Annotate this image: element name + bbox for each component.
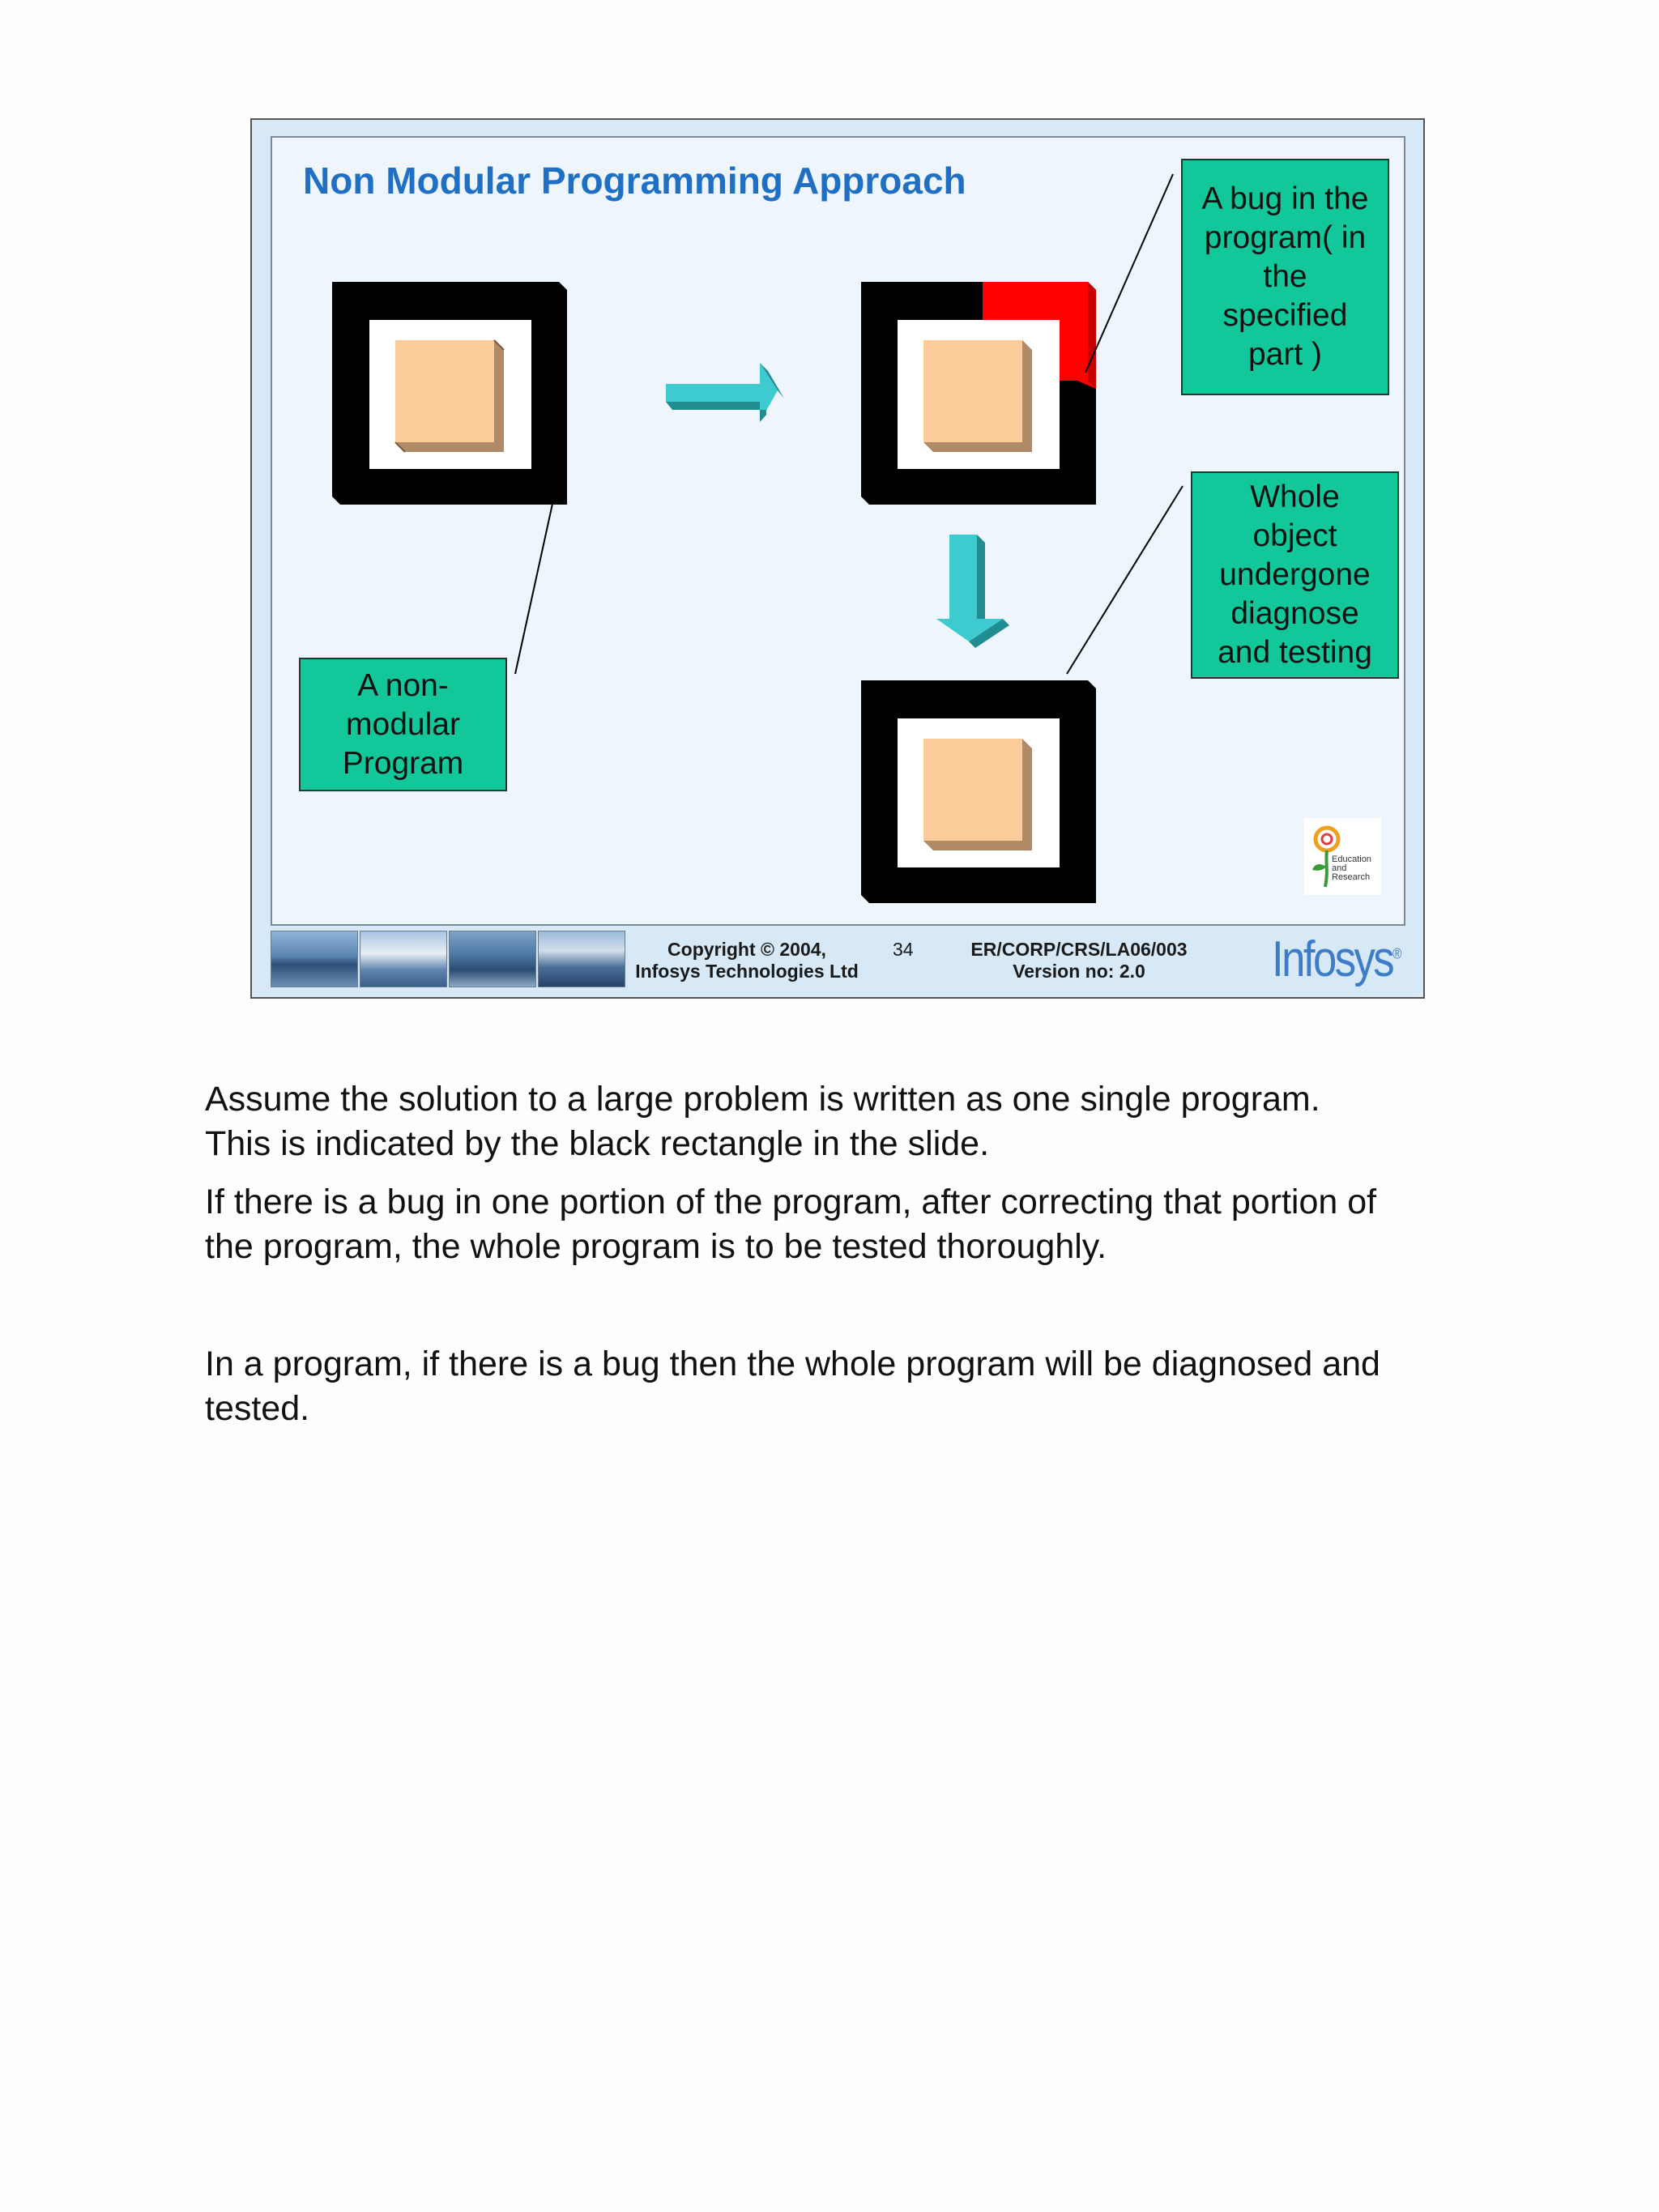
notes-line: If there is a bug in one portion of the …	[205, 1183, 1377, 1221]
callout-line: Whole	[1250, 479, 1340, 514]
version-number: Version no: 2.0	[1013, 961, 1145, 982]
logo-label-line: and	[1332, 863, 1347, 873]
nonmodular-callout-connector	[514, 503, 553, 675]
down-arrow-icon	[936, 535, 1009, 648]
copyright-line-2: Infosys Technologies Ltd	[635, 961, 859, 982]
program-core-cube	[394, 339, 505, 453]
logo-label-line: Research	[1332, 872, 1371, 882]
callout-line: diagnose	[1230, 596, 1359, 631]
callout-line: specified	[1222, 298, 1348, 333]
notes-line: tested.	[205, 1389, 310, 1428]
footer-doc-info: ER/CORP/CRS/LA06/003 Version no: 2.0	[966, 939, 1192, 982]
callout-line: object	[1252, 518, 1337, 553]
whole-object-callout: Whole object undergone diagnose and test…	[1191, 471, 1399, 679]
callout-line: the	[1263, 259, 1307, 294]
callout-line: modular	[346, 706, 460, 742]
right-arrow-icon	[666, 363, 784, 422]
program-core-cube	[923, 340, 1032, 452]
page-number: 34	[893, 939, 914, 960]
bug-callout: A bug in the program( in the specified p…	[1181, 159, 1389, 395]
brand-name: Infosys	[1272, 931, 1395, 987]
doc-id: ER/CORP/CRS/LA06/003	[970, 939, 1188, 960]
notes-line: the program, the whole program is to be …	[205, 1227, 1107, 1266]
callout-line: undergone	[1219, 557, 1371, 592]
callout-line: Program	[342, 745, 464, 781]
education-research-logo: Education and Research	[1304, 818, 1381, 895]
callout-line: A non-	[357, 667, 449, 703]
flower-logo-icon	[1312, 825, 1341, 888]
callout-line: and testing	[1218, 635, 1372, 670]
program-block-with-bug	[861, 282, 1096, 505]
notes-paragraph-3: In a program, if there is a bug then the…	[205, 1342, 1469, 1431]
footer-photo-4	[538, 931, 625, 987]
slide-title: Non Modular Programming Approach	[303, 160, 966, 202]
callout-line: A bug in the	[1201, 181, 1369, 216]
callout-line: part )	[1247, 337, 1322, 372]
footer-photo-1	[271, 931, 358, 987]
footer-photo-3	[449, 931, 536, 987]
copyright-line-1: Copyright © 2004,	[667, 939, 826, 960]
slide-footer: Copyright © 2004, Infosys Technologies L…	[269, 931, 1404, 994]
notes-line: Assume the solution to a large problem i…	[205, 1080, 1320, 1119]
notes-line: This is indicated by the black rectangle…	[205, 1124, 990, 1163]
nonmodular-callout: A non- modular Program	[299, 658, 507, 791]
diagram-canvas	[332, 173, 1183, 903]
footer-copyright: Copyright © 2004, Infosys Technologies L…	[625, 939, 868, 982]
logo-label-line: Education	[1332, 855, 1371, 864]
notes-line: In a program, if there is a bug then the…	[205, 1345, 1380, 1383]
notes-paragraph-2: If there is a bug in one portion of the …	[205, 1180, 1469, 1269]
notes-paragraph-1: Assume the solution to a large problem i…	[205, 1077, 1469, 1166]
callout-line: program( in	[1204, 220, 1367, 255]
registered-mark: ®	[1392, 945, 1402, 962]
whole-callout-connector	[1066, 485, 1183, 675]
program-core-cube	[923, 739, 1032, 850]
infosys-logo: Infosys®	[1272, 931, 1401, 988]
program-block-tested	[861, 680, 1096, 903]
footer-photo-2	[360, 931, 447, 987]
program-block-original	[332, 282, 567, 505]
bug-callout-connector	[1085, 173, 1174, 373]
